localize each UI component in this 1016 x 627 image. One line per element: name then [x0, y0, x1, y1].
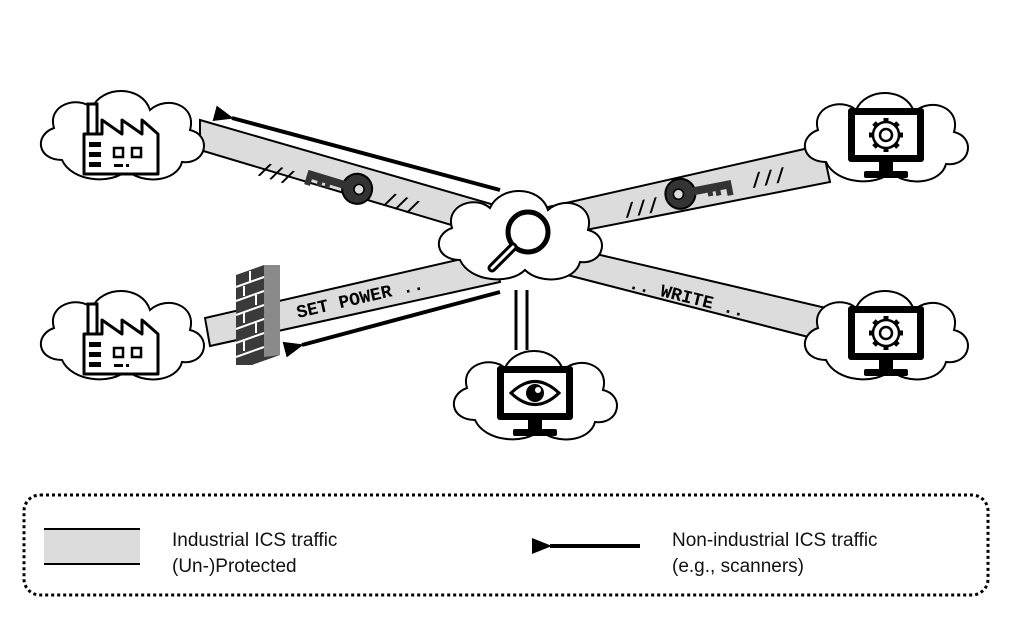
legend-industrial-line2: (Un-)Protected [172, 556, 297, 577]
scanner-arrow-bottom [282, 290, 501, 358]
monitor-eye-icon [497, 366, 573, 436]
factory-node-top [39, 89, 205, 181]
nonindustrial-arrows [212, 105, 501, 358]
scanner-arrow-top [212, 105, 501, 192]
legend-border [22, 493, 990, 597]
brick-wall-icon [235, 265, 280, 365]
inspector-node [437, 189, 603, 281]
monitor-link [514, 290, 529, 350]
legend-industrial-swatch [44, 529, 140, 564]
legend-nonindustrial-line1: Non-industrial ICS traffic [672, 530, 878, 551]
legend-nonindustrial-line2: (e.g., scanners) [672, 556, 804, 577]
legend: Industrial ICS traffic (Un-)Protected No… [22, 493, 990, 597]
workstation-node-bottom [803, 289, 969, 381]
factory-node-bottom [39, 289, 205, 381]
workstation-node-top [803, 91, 969, 183]
observer-node [452, 349, 618, 441]
legend-industrial-line1: Industrial ICS traffic [172, 530, 337, 551]
magnifier-icon [487, 209, 551, 273]
